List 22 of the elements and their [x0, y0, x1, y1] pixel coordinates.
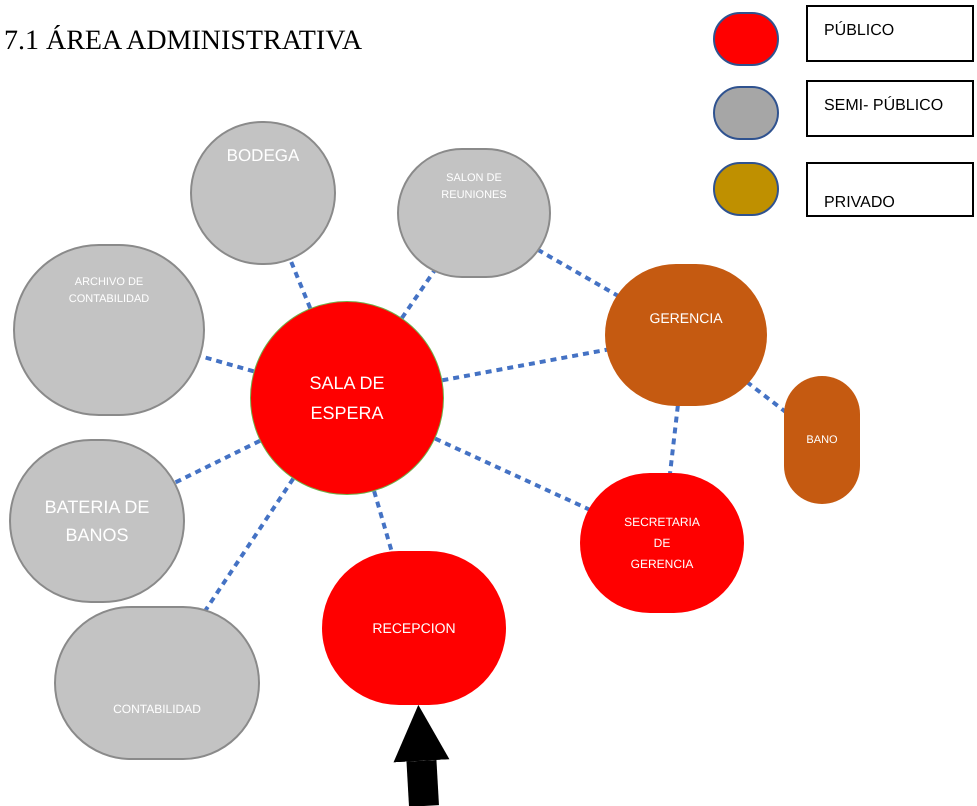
room-label: SALA DE ESPERA [308, 372, 386, 425]
legend-label: PÚBLICO [824, 20, 894, 41]
room-label: RECEPCION [371, 618, 457, 638]
connector-line [434, 436, 591, 512]
room-label: BATERIA DE BANOS [44, 496, 150, 547]
title: 7.1 ÁREA ADMINISTRATIVA [4, 24, 362, 58]
room-label: CONTABILIDAD [112, 701, 202, 718]
room-label: BANO [805, 432, 839, 448]
connector-line [442, 348, 608, 382]
connector-line [668, 405, 680, 474]
arrow [394, 704, 450, 806]
room-label: GERENCIA [648, 309, 724, 328]
legend-label: SEMI- PÚBLICO [824, 95, 944, 116]
room-label: SALON DE REUNIONES [440, 171, 508, 202]
room-label: BODEGA [226, 145, 300, 167]
room-label: SECRETARIA DE GERENCIA [623, 514, 701, 572]
room-label: ARCHIVO DE CONTABILIDAD [68, 275, 150, 306]
connector-line [288, 259, 312, 309]
legend-label: PRIVADO [824, 193, 895, 213]
connector-line [400, 268, 438, 320]
connector-line [174, 439, 261, 484]
connector-line [536, 248, 620, 298]
